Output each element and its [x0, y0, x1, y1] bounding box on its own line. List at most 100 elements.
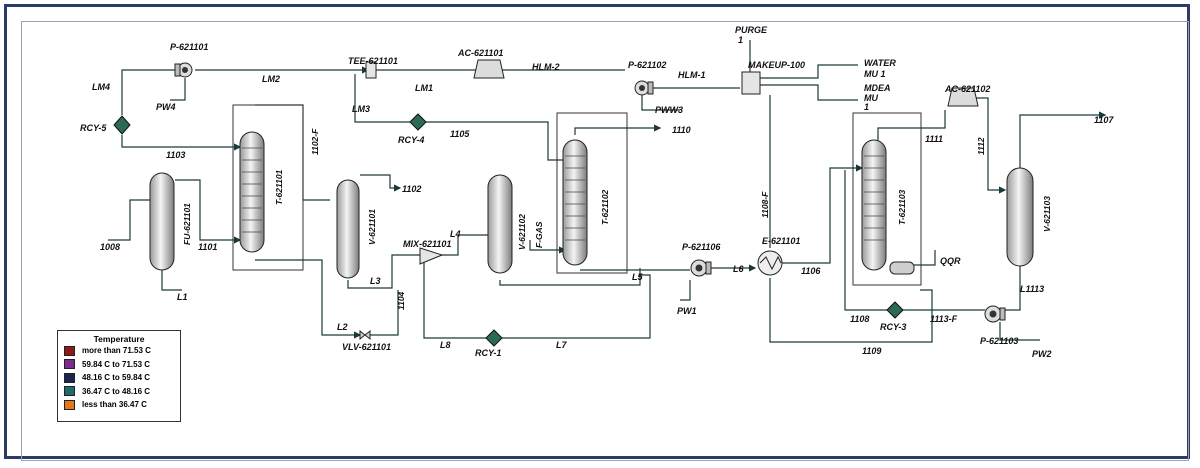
label-1110: 1110	[672, 125, 691, 135]
label-rcy3: RCY-3	[880, 322, 906, 332]
label-l1: L1	[177, 292, 188, 302]
label-makeup100: MAKEUP-100	[748, 60, 805, 70]
valve-vlv621101	[359, 329, 371, 341]
label-water: WATER	[864, 58, 896, 68]
label-fu621101: FU-621101	[182, 203, 192, 245]
legend-label: 59.84 C to 71.53 C	[82, 359, 151, 369]
label-1111: 1111	[925, 134, 943, 144]
label-1101: 1101	[198, 242, 217, 252]
t621101-frame	[232, 104, 304, 271]
exchanger-e621101	[757, 250, 783, 276]
legend-item: more than 71.53 C	[58, 344, 180, 358]
makeup-block	[741, 71, 761, 95]
label-v621103: V-621103	[1042, 196, 1052, 232]
tee-block	[365, 61, 377, 79]
fu621101-vessel	[149, 172, 175, 271]
label-t621101: T-621101	[274, 169, 284, 205]
legend-swatch	[64, 345, 75, 356]
label-l1113: L1113	[1020, 284, 1044, 294]
labels: P-621101 LM4 LM2 PW4 RCY-5 1103 FU-62110…	[80, 25, 1114, 359]
label-qqr: QQR	[940, 256, 961, 266]
label-1112: 1112	[976, 137, 986, 155]
label-lm3: LM3	[352, 104, 370, 114]
label-pww3: PWW3	[655, 105, 683, 115]
label-lm2: LM2	[262, 74, 280, 84]
label-fgas: F-GAS	[534, 221, 544, 248]
label-rcy4: RCY-4	[398, 135, 424, 145]
label-e621101: E-621101	[762, 236, 800, 246]
label-p621103: P-621103	[980, 336, 1018, 346]
t621101-tower	[239, 131, 265, 253]
label-t621102: T-621102	[600, 189, 610, 225]
legend-item: 48.16 C to 59.84 C	[58, 371, 180, 385]
label-l2: L2	[337, 322, 348, 332]
recycle-rcy5	[113, 115, 131, 135]
label-1107: 1107	[1094, 115, 1114, 125]
legend-item: less than 36.47 C	[58, 398, 180, 412]
label-ac621101: AC-621101	[457, 48, 503, 58]
window-frame	[4, 4, 1190, 461]
equipment	[113, 59, 1034, 347]
legend-title: Temperature	[93, 334, 145, 344]
label-mix621101: MIX-621101	[403, 239, 451, 249]
recycle-rcy1	[485, 329, 503, 347]
label-pw4: PW4	[156, 102, 176, 112]
label-lm4: LM4	[92, 82, 110, 92]
label-mu: MU	[864, 93, 878, 103]
label-1113f: 1113-F	[930, 314, 958, 324]
label-purge: PURGE	[735, 25, 768, 35]
t621103-tower	[861, 139, 887, 271]
label-ac621102: AC-621102	[944, 84, 990, 94]
pump-p621102	[634, 80, 654, 96]
label-hlm2: HLM-2	[532, 62, 560, 72]
label-p621102: P-621102	[628, 60, 666, 70]
legend-swatch	[64, 359, 75, 370]
t621103-frame	[852, 112, 922, 286]
label-p621106: P-621106	[682, 242, 721, 252]
v621103-vessel	[1006, 167, 1034, 267]
legend-item: 36.47 C to 48.16 C	[58, 385, 180, 399]
diagram-border	[21, 21, 1189, 461]
label-rcy1: RCY-1	[475, 348, 501, 358]
label-mdea-num: 1	[864, 102, 869, 112]
label-lm1: LM1	[415, 83, 433, 93]
aircooler-ac621101	[473, 59, 505, 79]
label-vlv621101: VLV-621101	[342, 342, 391, 352]
recycle-rcy4	[409, 113, 427, 131]
v621102-vessel	[487, 174, 513, 274]
label-purge-num: 1	[738, 35, 743, 45]
label-mu1: MU 1	[864, 69, 886, 79]
temperature-legend: Temperature more than 71.53 C 59.84 C to…	[57, 330, 181, 422]
label-v621102: V-621102	[517, 214, 527, 250]
pump-p621106	[690, 259, 712, 277]
label-l6: L6	[733, 264, 744, 274]
label-1108: 1108	[850, 314, 869, 324]
label-t621103: T-621103	[897, 189, 907, 225]
label-1108f: 1108-F	[760, 191, 770, 218]
label-v621101: V-621101	[367, 209, 377, 245]
mixer-block	[419, 247, 444, 265]
pump-p621101	[174, 62, 193, 78]
label-l4: L4	[450, 229, 461, 239]
stream-lines	[108, 40, 1107, 343]
label-l7: L7	[556, 340, 567, 350]
pump-p621103	[984, 305, 1006, 323]
legend-swatch	[64, 399, 75, 410]
legend-item: 59.84 C to 71.53 C	[58, 358, 180, 372]
t621102-tower	[562, 139, 588, 266]
label-1109: 1109	[862, 346, 881, 356]
aircooler-ac621102	[947, 87, 979, 107]
legend-label: 48.16 C to 59.84 C	[82, 373, 151, 383]
label-1102f: 1102-F	[310, 128, 320, 155]
label-l3: L3	[370, 276, 381, 286]
label-1102: 1102	[402, 184, 421, 194]
label-tee621101: TEE-621101	[348, 56, 398, 66]
label-rcy5: RCY-5	[80, 123, 107, 133]
reboiler	[889, 261, 915, 275]
legend-swatch	[64, 372, 75, 383]
label-pw1: PW1	[677, 306, 697, 316]
legend-label: less than 36.47 C	[82, 400, 147, 410]
legend-label: 36.47 C to 48.16 C	[82, 386, 151, 396]
v621101-vessel	[336, 179, 360, 279]
